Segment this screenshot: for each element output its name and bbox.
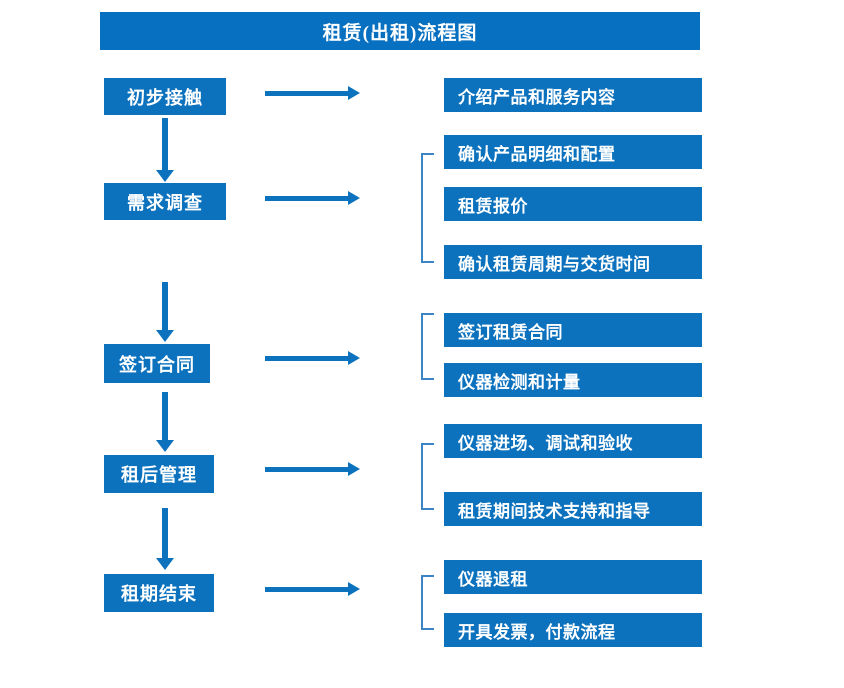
detail-node[interactable]: 确认租赁周期与交货时间 bbox=[444, 245, 702, 279]
detail-node[interactable]: 开具发票，付款流程 bbox=[444, 613, 702, 647]
arrow-shaft bbox=[162, 508, 168, 559]
bracket-top-tick bbox=[421, 313, 434, 315]
arrow-head-icon bbox=[156, 558, 174, 570]
bracket-bottom-tick bbox=[421, 628, 434, 630]
arrow-shaft bbox=[162, 282, 168, 331]
detail-node[interactable]: 签订租赁合同 bbox=[444, 313, 702, 347]
bracket-vertical-line bbox=[421, 575, 423, 630]
detail-node[interactable]: 仪器退租 bbox=[444, 560, 702, 594]
stage-node[interactable]: 签订合同 bbox=[104, 344, 210, 383]
arrow-shaft bbox=[265, 587, 349, 592]
bracket-group-contract bbox=[421, 313, 434, 380]
stage-node[interactable]: 初步接触 bbox=[104, 78, 226, 115]
arrow-qianding-to-zuhou bbox=[156, 392, 174, 452]
detail-node[interactable]: 确认产品明细和配置 bbox=[444, 135, 702, 169]
arrow-shaft bbox=[265, 196, 349, 201]
bracket-top-tick bbox=[421, 443, 434, 445]
arrow-shaft bbox=[265, 91, 349, 96]
bracket-group-requirement bbox=[421, 153, 434, 263]
bracket-bottom-tick bbox=[421, 261, 434, 263]
arrow-shaft bbox=[265, 467, 349, 472]
detail-node[interactable]: 仪器检测和计量 bbox=[444, 363, 702, 397]
arrow-stage-4-to-details bbox=[265, 462, 360, 476]
stage-node[interactable]: 租期结束 bbox=[104, 574, 214, 612]
bracket-vertical-line bbox=[421, 153, 423, 263]
stage-node[interactable]: 租后管理 bbox=[104, 455, 214, 493]
arrow-head-icon bbox=[348, 351, 360, 365]
detail-node[interactable]: 介绍产品和服务内容 bbox=[444, 78, 702, 112]
arrow-head-icon bbox=[156, 170, 174, 182]
arrow-head-icon bbox=[348, 462, 360, 476]
arrow-stage-1-to-details bbox=[265, 86, 360, 100]
arrow-head-icon bbox=[156, 440, 174, 452]
arrow-stage-5-to-details bbox=[265, 582, 360, 596]
detail-node[interactable]: 仪器进场、调试和验收 bbox=[444, 424, 702, 458]
arrow-zuhou-to-zuqi bbox=[156, 508, 174, 570]
bracket-bottom-tick bbox=[421, 508, 434, 510]
bracket-top-tick bbox=[421, 153, 434, 155]
bracket-group-management bbox=[421, 443, 434, 510]
bracket-vertical-line bbox=[421, 313, 423, 380]
arrow-shaft bbox=[162, 118, 168, 171]
arrow-stage-3-to-details bbox=[265, 351, 360, 365]
detail-node[interactable]: 租赁期间技术支持和指导 bbox=[444, 492, 702, 526]
bracket-bottom-tick bbox=[421, 378, 434, 380]
arrow-head-icon bbox=[348, 582, 360, 596]
stage-node[interactable]: 需求调查 bbox=[104, 183, 226, 220]
arrow-head-icon bbox=[348, 191, 360, 205]
detail-node[interactable]: 租赁报价 bbox=[444, 187, 702, 221]
bracket-group-end bbox=[421, 575, 434, 630]
bracket-vertical-line bbox=[421, 443, 423, 510]
arrow-stage-2-to-details bbox=[265, 191, 360, 205]
arrow-xuqiu-to-qianding bbox=[156, 282, 174, 342]
arrow-shaft bbox=[265, 356, 349, 361]
arrow-chubu-to-xuqiu bbox=[156, 118, 174, 182]
arrow-shaft bbox=[162, 392, 168, 441]
arrow-head-icon bbox=[156, 330, 174, 342]
bracket-top-tick bbox=[421, 575, 434, 577]
page-title: 租赁(出租)流程图 bbox=[100, 12, 700, 50]
arrow-head-icon bbox=[348, 86, 360, 100]
